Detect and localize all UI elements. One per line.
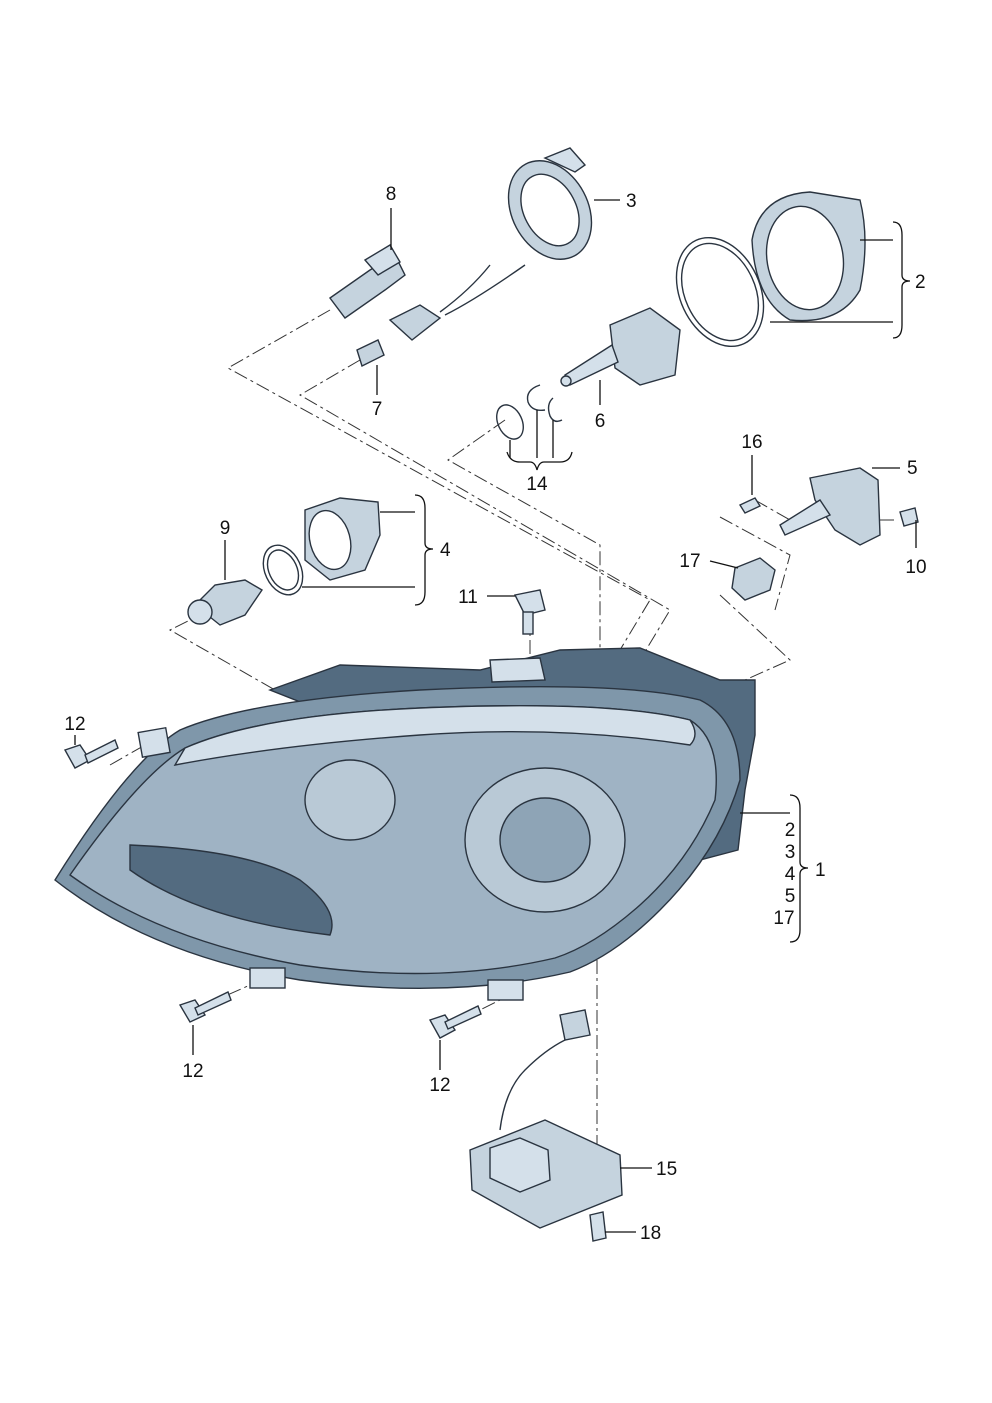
high-beam-holder-part (262, 497, 381, 596)
label-15: 15 (656, 1159, 677, 1180)
lamp-bezel-part (675, 191, 866, 348)
assembly-list-2: 2 (785, 820, 796, 841)
label-3: 3 (626, 191, 637, 212)
label-11: 11 (458, 587, 478, 608)
assembly-list-17: 17 (773, 908, 794, 929)
headlight-assembly-part (54, 647, 756, 1001)
label-16: 16 (741, 432, 762, 453)
label-9: 9 (220, 518, 231, 539)
label-5: 5 (907, 458, 918, 479)
assembly-list-3: 3 (785, 842, 796, 863)
label-6: 6 (595, 411, 606, 432)
label-14: 14 (526, 474, 548, 495)
label-12-bottom-center: 12 (429, 1075, 450, 1096)
halogen-bulb-part (329, 244, 526, 367)
callout-labels: 8 7 3 2 6 14 16 5 10 17 4 9 11 12 12 12 … (64, 184, 926, 1244)
screws (63, 497, 919, 1242)
leader-lines (74, 199, 917, 1233)
label-1: 1 (815, 860, 826, 881)
label-2: 2 (915, 272, 926, 293)
label-17: 17 (679, 551, 700, 572)
ballast-unit-part (469, 1009, 623, 1229)
label-12-bottom-left: 12 (182, 1061, 203, 1082)
label-10: 10 (905, 557, 926, 578)
bulb-retaining-ring-part (507, 147, 593, 260)
label-7: 7 (372, 399, 383, 420)
assembly-list-5: 5 (785, 886, 796, 907)
label-12-left: 12 (64, 714, 85, 735)
assembly-list-4: 4 (785, 864, 796, 885)
range-control-bracket-part (731, 467, 881, 601)
label-4: 4 (440, 540, 451, 561)
label-8: 8 (386, 184, 397, 205)
xenon-bulb-part (560, 307, 681, 387)
label-18: 18 (640, 1223, 661, 1244)
retaining-clips-part (496, 384, 563, 440)
indicator-bulb-part (187, 579, 263, 626)
